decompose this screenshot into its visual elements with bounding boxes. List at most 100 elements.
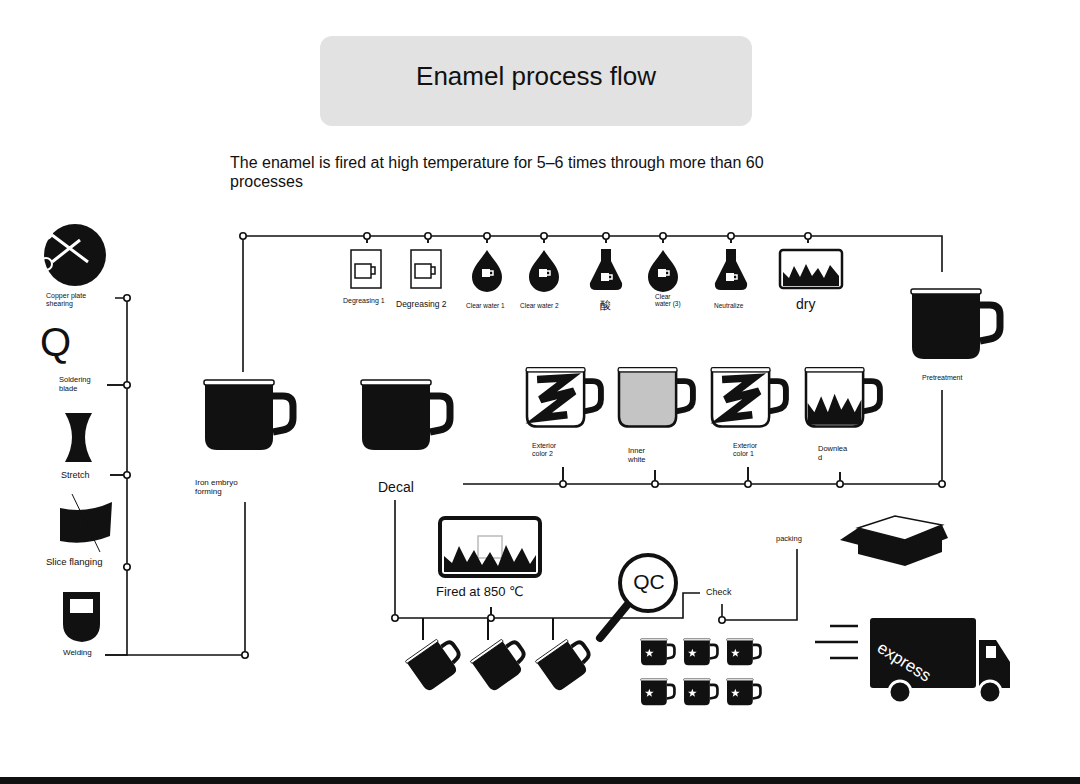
step-label: Exterior color 2 [532,442,564,458]
hanging-mugs [405,618,597,693]
process-step: Inner white [615,362,703,470]
flow-connector [544,236,606,243]
junction-dot [652,481,658,487]
step-label: packing [776,535,818,544]
step-label: Decal [378,479,438,495]
process-step: Slice flanging [40,493,123,573]
process-step: Stretch [55,408,110,486]
scissors-icon [40,224,106,286]
package-icon [840,516,948,566]
flask-icon [590,249,747,290]
label-wrap: The enamel is fired at high temperature … [230,153,830,191]
step-letter: Q [40,318,80,366]
stretch-icon [65,413,92,462]
degreasing-icon [351,250,441,288]
exterior-color-mug [526,368,601,427]
junction-dot [719,617,725,623]
step-label: Clear water 2 [520,302,572,309]
junction-dot [240,233,246,239]
flow-connector [655,467,748,484]
flow-connector [107,298,127,385]
junction-dot [124,295,130,301]
process-step: Pretreatment [905,272,1007,390]
process-step: Decal [355,372,463,500]
step-label: express [874,638,952,697]
process-step: Clear water (3) [640,243,686,323]
junction-dot [660,233,666,239]
process-step: Exterior color 1 [708,362,794,467]
flow-connector [563,467,655,484]
step-label: Stretch [61,470,105,480]
junction-dot [560,481,566,487]
step-label: Copper plate shearing [46,292,94,308]
flow-connector [722,549,797,620]
flow-connector [487,236,544,243]
exterior-color-mug [711,368,786,427]
junction-dot [939,481,945,487]
junction-dot [124,472,130,478]
junction-dot [425,233,431,239]
junction-dot [488,615,494,621]
flow-connector [731,236,808,243]
flow-connector [105,502,245,655]
step-label: Inner white [628,447,660,464]
flow-connector [463,467,563,484]
flow-connector [663,236,731,243]
junction-dot [392,615,398,621]
junction-dot [837,481,843,487]
process-step: Clear water 2 [517,243,573,318]
step-label: 酸 [600,299,616,312]
step-label: Neutralize [714,302,756,309]
step-label: Pretreatment [922,374,982,382]
junction-dot [541,233,547,239]
junction-dot [124,382,130,388]
finished-mugs [641,639,761,706]
step-label: Degreasing 1 [343,297,389,305]
junction-dot [364,233,370,239]
flow-connector [110,475,127,567]
kiln-icon [440,518,540,576]
process-step: 酸 [585,243,627,318]
delivery-truck: express [870,618,976,688]
step-label: Exterior color 1 [733,442,765,458]
flow-connector [606,236,663,243]
slice-icon [60,494,112,552]
step-label: Fired at 850 ℃ [436,585,552,600]
flow-connector [395,500,491,618]
flow-connector [367,236,428,243]
process-step: Iron embryo forming [190,372,300,502]
step-label: Degreasing 2 [396,300,464,310]
step-label: Clear water (3) [655,293,681,308]
flow-connector [748,467,840,484]
step-label: Clear water 1 [466,302,514,309]
process-step: Fired at 850 ℃ [432,515,553,607]
junction-dot [603,233,609,239]
flow-connector [105,567,127,655]
flow-connector [808,236,942,272]
dryer-icon [780,250,842,288]
junction-dot [805,233,811,239]
mug-icon [361,380,450,450]
process-step: Downlea d [800,362,884,472]
process-step: Clear water 1 [465,243,515,318]
step-label: Downlea d [818,445,850,462]
downlead-mug [805,368,880,427]
title-panel [320,36,752,126]
process-step: dry [776,243,846,318]
process-step: Degreasing 2 [396,243,465,318]
mug-icon [911,289,1000,359]
mug-icon [204,380,293,450]
water-drop-icon [472,250,678,292]
speed-lines [815,626,858,658]
step-label: Slice flanging [46,557,122,568]
process-step: Check [700,583,747,604]
process-step: Copper plate shearing [40,222,115,309]
junction-dot [745,481,751,487]
label-wrap: Q [40,318,80,366]
flow-connector [107,385,127,475]
qc-mark: QC [628,569,670,594]
step-label: Iron embryo forming [195,478,253,496]
label-wrap: QC [628,569,670,594]
junction-dot [484,233,490,239]
